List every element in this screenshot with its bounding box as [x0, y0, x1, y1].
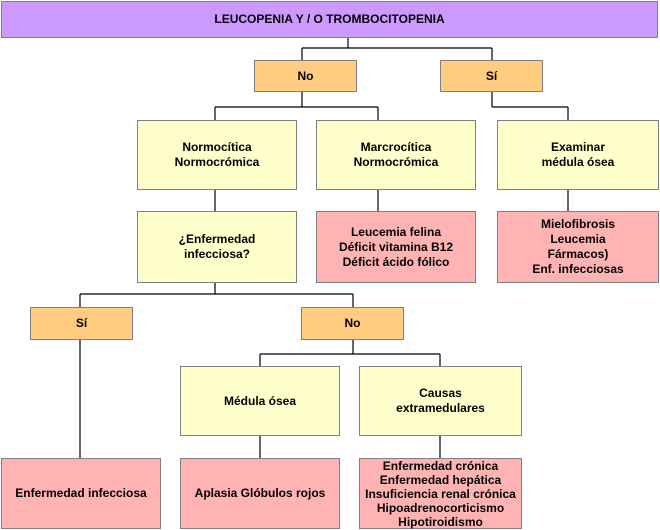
infecciosa-no: No: [301, 307, 404, 340]
branch-si: Sí: [440, 60, 543, 92]
branch-no: No: [254, 60, 357, 92]
normocitica-box: Normocítica Normocrómica: [137, 120, 297, 190]
enfermedad-question-box: ¿Enfermedad infecciosa?: [137, 211, 297, 283]
aplasia-box: Aplasia Glóbulos rojos: [180, 458, 340, 529]
causas-extramedulares-box: Causas extramedulares: [359, 366, 522, 436]
medula-osea-box: Médula ósea: [180, 366, 340, 436]
title-box: LEUCOPENIA Y / O TROMBOCITOPENIA: [1, 1, 658, 38]
macrocitica-box: Marcrocítica Normocrómica: [316, 120, 476, 190]
infecciosa-si: Sí: [30, 307, 133, 340]
enfermedad-infecciosa-box: Enfermedad infecciosa: [1, 458, 161, 529]
causas-list-box: Enfermedad crónica Enfermedad hepática I…: [359, 458, 522, 529]
mielofibrosis-box: Mielofibrosis Leucemia Fármacos) Enf. in…: [497, 211, 659, 283]
examinar-medula-box: Examinar médula ósea: [497, 120, 659, 190]
leucemia-felina-box: Leucemia felina Déficit vitamina B12 Déf…: [316, 211, 476, 283]
